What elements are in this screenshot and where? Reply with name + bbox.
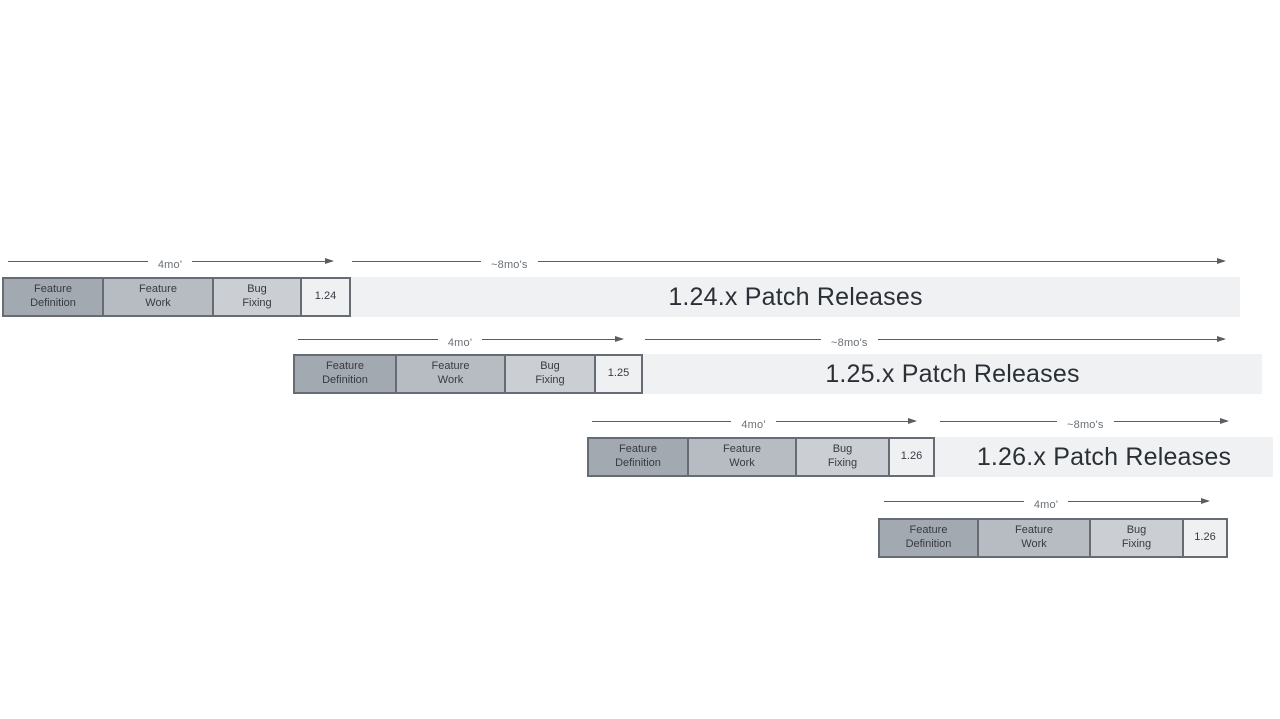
box-label: Feature: [909, 524, 948, 537]
feature-work-box: Feature Work: [977, 520, 1089, 556]
release-cycle-boxes: Feature Definition Feature Work Bug Fixi…: [878, 518, 1228, 558]
box-label: Work: [729, 457, 755, 469]
duration-label: ~8mo's: [491, 259, 528, 271]
release-cycle-boxes: Feature Definition Feature Work Bug Fixi…: [587, 437, 935, 477]
duration-arrow-4mo: 4mo': [8, 253, 334, 271]
version-label: 1.24: [314, 290, 337, 303]
feature-definition-box: Feature Definition: [880, 520, 977, 556]
box-label: Definition: [905, 538, 952, 550]
duration-arrow-8mo: ~8mo's: [352, 253, 1227, 271]
patch-releases-bar: 1.25.x Patch Releases: [643, 354, 1262, 394]
bug-fixing-box: Bug Fixing: [504, 356, 594, 392]
duration-arrow-4mo: 4mo': [884, 493, 1210, 511]
feature-work-box: Feature Work: [687, 439, 795, 475]
box-label: Work: [145, 297, 171, 309]
bug-fixing-box: Bug Fixing: [795, 439, 888, 475]
feature-work-box: Feature Work: [102, 279, 212, 315]
duration-label: ~8mo's: [831, 337, 868, 349]
version-label: 1.26: [1194, 531, 1216, 544]
box-label: Bug: [1126, 524, 1147, 537]
box-label: Fixing: [1121, 538, 1152, 550]
arrow-head-icon: [1068, 497, 1210, 504]
duration-arrow-4mo: 4mo': [592, 413, 918, 431]
arrow-head-icon: [1113, 417, 1230, 424]
box-label: Bug: [540, 360, 560, 373]
feature-definition-box: Feature Definition: [589, 439, 687, 475]
box-label: Work: [1021, 538, 1047, 550]
version-box: 1.26: [1182, 520, 1226, 556]
duration-label: 4mo': [157, 259, 183, 271]
box-label: Feature: [139, 283, 177, 296]
patch-releases-label: 1.25.x Patch Releases: [825, 359, 1080, 388]
box-label: Feature: [34, 283, 72, 296]
arrow-line: [592, 420, 732, 422]
box-label: Fixing: [242, 297, 272, 309]
duration-label: ~8mo's: [1067, 419, 1104, 431]
arrow-line: [298, 338, 438, 340]
box-label: Feature: [1015, 524, 1053, 537]
box-label: Definition: [30, 297, 76, 309]
box-label: Fixing: [827, 457, 858, 469]
patch-releases-label: 1.26.x Patch Releases: [976, 442, 1232, 471]
arrow-line: [8, 260, 148, 262]
arrow-line: [645, 338, 821, 340]
version-label: 1.25: [607, 367, 630, 380]
box-label: Feature: [723, 443, 761, 456]
duration-arrow-8mo: ~8mo's: [940, 413, 1230, 431]
box-label: Feature: [431, 360, 470, 373]
duration-label: 4mo': [741, 419, 766, 431]
duration-label: 4mo': [447, 337, 473, 349]
version-box: 1.26: [888, 439, 933, 475]
arrow-head-icon: [482, 335, 624, 342]
feature-definition-box: Feature Definition: [4, 279, 102, 315]
version-box: 1.25: [594, 356, 641, 392]
release-cycle-boxes: Feature Definition Feature Work Bug Fixi…: [293, 354, 643, 394]
duration-arrow-4mo: 4mo': [298, 331, 624, 349]
arrow-line: [940, 420, 1057, 422]
box-label: Fixing: [535, 374, 565, 386]
box-label: Work: [437, 374, 464, 386]
arrow-head-icon: [192, 257, 334, 264]
version-label: 1.26: [900, 450, 923, 463]
patch-releases-label: 1.24.x Patch Releases: [668, 282, 923, 311]
arrow-line: [884, 500, 1024, 502]
arrow-head-icon: [775, 417, 918, 424]
box-label: Bug: [247, 283, 267, 296]
bug-fixing-box: Bug Fixing: [212, 279, 300, 315]
bug-fixing-box: Bug Fixing: [1089, 520, 1182, 556]
box-label: Definition: [615, 457, 661, 469]
box-label: Feature: [326, 360, 364, 373]
release-cycle-boxes: Feature Definition Feature Work Bug Fixi…: [2, 277, 351, 317]
version-box: 1.24: [300, 279, 349, 315]
box-label: Definition: [322, 374, 368, 386]
duration-arrow-8mo: ~8mo's: [645, 331, 1227, 349]
feature-definition-box: Feature Definition: [295, 356, 395, 392]
arrow-head-icon: [537, 257, 1227, 264]
patch-releases-bar: 1.26.x Patch Releases: [935, 437, 1273, 477]
box-label: Bug: [832, 443, 853, 456]
arrow-head-icon: [877, 335, 1227, 342]
duration-label: 4mo': [1033, 499, 1059, 511]
arrow-line: [352, 260, 481, 262]
feature-work-box: Feature Work: [395, 356, 504, 392]
box-label: Feature: [619, 443, 657, 456]
patch-releases-bar: 1.24.x Patch Releases: [351, 277, 1240, 317]
